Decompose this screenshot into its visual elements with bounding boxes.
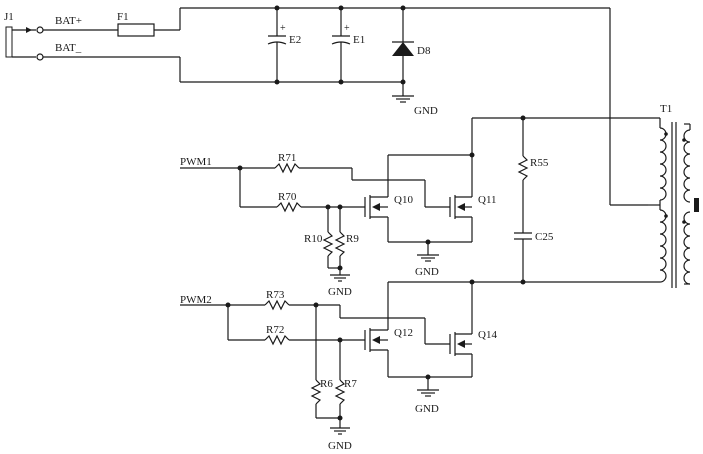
- label-pwm1: PWM1: [180, 156, 212, 168]
- label-c25: C25: [535, 231, 554, 243]
- transformer-t1: [472, 117, 699, 288]
- capacitor-e2: [267, 5, 287, 85]
- label-gnd-r7: GND: [328, 440, 352, 452]
- ground-symbol-r9: [330, 274, 350, 282]
- label-bat-minus: BAT_: [55, 42, 82, 54]
- label-gnd-top: GND: [414, 105, 438, 117]
- resistor-r73: [264, 299, 290, 311]
- label-r6: R6: [320, 378, 333, 390]
- label-r71: R71: [278, 152, 296, 164]
- resistor-r9: [334, 207, 346, 275]
- capacitor-e1: [331, 5, 351, 85]
- resistor-r55: [517, 118, 529, 233]
- resistor-r7: [334, 340, 346, 428]
- label-q14: Q14: [478, 329, 497, 341]
- resistor-r6: [310, 305, 322, 418]
- e1-plus-sign: +: [344, 23, 350, 34]
- label-r10: R10: [304, 233, 323, 245]
- mosfet-q10: [364, 155, 389, 242]
- label-q10: Q10: [394, 194, 413, 206]
- label-q11: Q11: [478, 194, 497, 206]
- resistor-r72: [264, 334, 290, 346]
- label-j1: J1: [4, 11, 14, 23]
- resistor-r70: [276, 201, 302, 213]
- label-r73: R73: [266, 289, 285, 301]
- e2-plus-sign: +: [280, 23, 286, 34]
- label-t1: T1: [660, 103, 672, 115]
- label-pwm2: PWM2: [180, 294, 212, 306]
- battery-connector-j1: [5, 26, 44, 61]
- ground-symbol-r7: [330, 427, 350, 435]
- resistor-r71: [274, 162, 300, 174]
- label-gnd-q10: GND: [415, 266, 439, 278]
- capacitor-c25: [514, 232, 532, 282]
- label-e2: E2: [289, 34, 301, 46]
- label-f1: F1: [117, 11, 129, 23]
- diode-d8: [392, 5, 414, 90]
- fuse-f1: [117, 23, 155, 37]
- label-gnd-q12: GND: [415, 403, 439, 415]
- ground-symbol-q10-q11: [417, 254, 439, 262]
- label-q12: Q12: [394, 327, 413, 339]
- ground-symbol-q12-q14: [417, 389, 439, 397]
- label-d8: D8: [417, 45, 431, 57]
- mosfet-q14: [449, 282, 473, 377]
- label-gnd-r9: GND: [328, 286, 352, 298]
- label-r55: R55: [530, 157, 549, 169]
- label-r7: R7: [344, 378, 357, 390]
- mosfet-q11: [449, 155, 473, 242]
- mosfet-q12: [364, 282, 389, 377]
- ground-symbol-top: [392, 90, 414, 103]
- label-r72: R72: [266, 324, 284, 336]
- label-e1: E1: [353, 34, 365, 46]
- label-r70: R70: [278, 191, 297, 203]
- resistor-r10: [322, 207, 334, 268]
- label-r9: R9: [346, 233, 359, 245]
- label-bat-plus: BAT+: [55, 15, 82, 27]
